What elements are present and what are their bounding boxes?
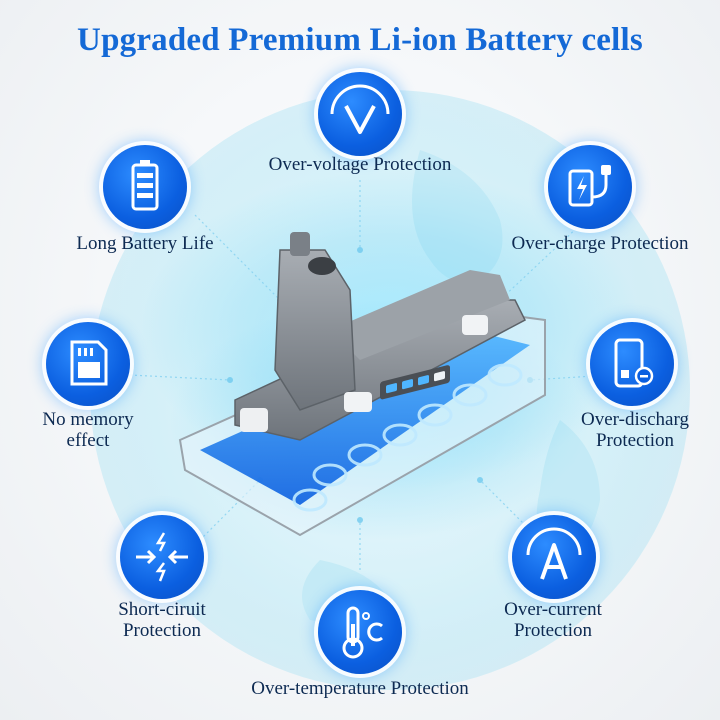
indicator-segment — [402, 379, 413, 390]
indicator-segment — [418, 375, 429, 386]
voltage-v-icon — [318, 72, 402, 156]
indicator-segment — [434, 371, 445, 382]
memory-card-icon — [46, 322, 130, 406]
current-a-icon — [512, 515, 596, 599]
charging-plug-icon — [548, 145, 632, 229]
feature-label: Over-temperature Protection — [251, 678, 469, 699]
page-title: Upgraded Premium Li-ion Battery cells — [77, 22, 643, 58]
feature-label: Over-discharg Protection — [581, 409, 689, 451]
indicator-segment — [386, 383, 397, 394]
feature-label: Over-voltage Protection — [268, 154, 452, 175]
feature-label: Over-charge Protection — [511, 233, 689, 254]
short-circuit-icon — [120, 515, 204, 599]
feature-label: No memory effect — [42, 409, 134, 451]
phone-minus-icon — [590, 322, 674, 406]
feature-label: Long Battery Life — [76, 233, 214, 254]
battery-full-icon — [103, 145, 187, 229]
feature-label: Short-ciruit Protection — [118, 599, 206, 641]
thermometer-celsius-icon — [318, 590, 402, 674]
feature-label: Over-current Protection — [504, 599, 602, 641]
